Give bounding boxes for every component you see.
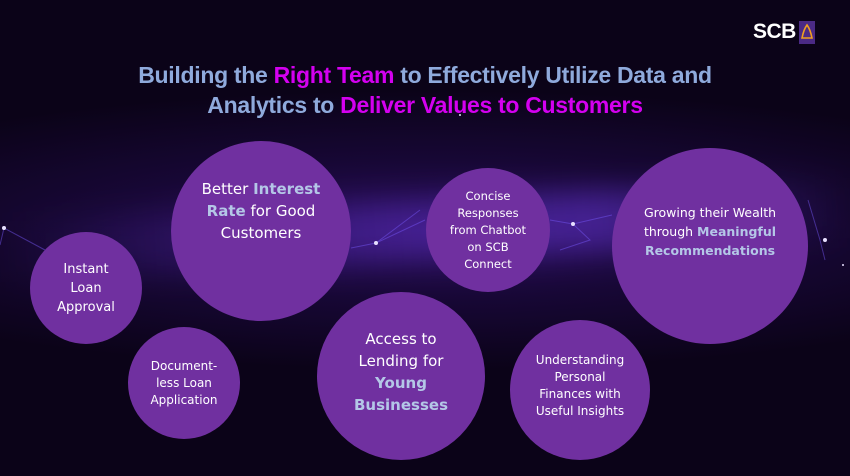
title-accent: Deliver Values to Customers <box>340 92 643 118</box>
title-text: Analytics to <box>207 92 341 118</box>
bubble-text: Growing their Wealth through <box>643 204 777 239</box>
bubble-documentless: Document-less Loan Application <box>128 327 240 439</box>
bubble-wealth: Growing their Wealth through Meaningful … <box>612 148 808 344</box>
logo-text: SCB <box>753 20 796 43</box>
bubble-text: for Good Customers <box>220 202 316 242</box>
bubble-text: Document-less Loan Application <box>150 358 218 407</box>
bubble-young-businesses: Access to Lending for Young Businesses <box>317 292 485 460</box>
bubble-finances: Understanding Personal Finances with Use… <box>510 320 650 460</box>
bubble-accent: Interest Rate <box>206 180 321 220</box>
bubble-text: Understanding Personal Finances with Use… <box>535 353 625 418</box>
title-accent: Right Team <box>273 62 395 88</box>
bubble-text: Better <box>201 180 254 198</box>
bubble-accent: Meaningful Recommendations <box>644 223 777 258</box>
title-line-2: Analytics to Deliver Values to Customers <box>0 90 850 120</box>
bubble-interest-rate: Better Interest Rate for Good Customers <box>171 141 351 321</box>
bubble-accent: Young Businesses <box>354 374 448 414</box>
bubble-text: Access to Lending for <box>358 330 444 370</box>
page-title: Building the Right Team to Effectively U… <box>0 60 850 120</box>
title-line-1: Building the Right Team to Effectively U… <box>0 60 850 90</box>
scb-bell-icon <box>798 20 815 44</box>
title-text: Building the <box>138 62 274 88</box>
bubble-chatbot: Concise Responses from Chatbot on SCB Co… <box>426 168 550 292</box>
bubble-text: Instant Loan Approval <box>57 261 115 315</box>
bubble-instant-loan: Instant Loan Approval <box>30 232 142 344</box>
bubble-text: Concise Responses from Chatbot on SCB Co… <box>449 188 527 271</box>
title-text: to Effectively Utilize Data and <box>394 62 712 88</box>
scb-logo: SCB <box>753 20 815 44</box>
